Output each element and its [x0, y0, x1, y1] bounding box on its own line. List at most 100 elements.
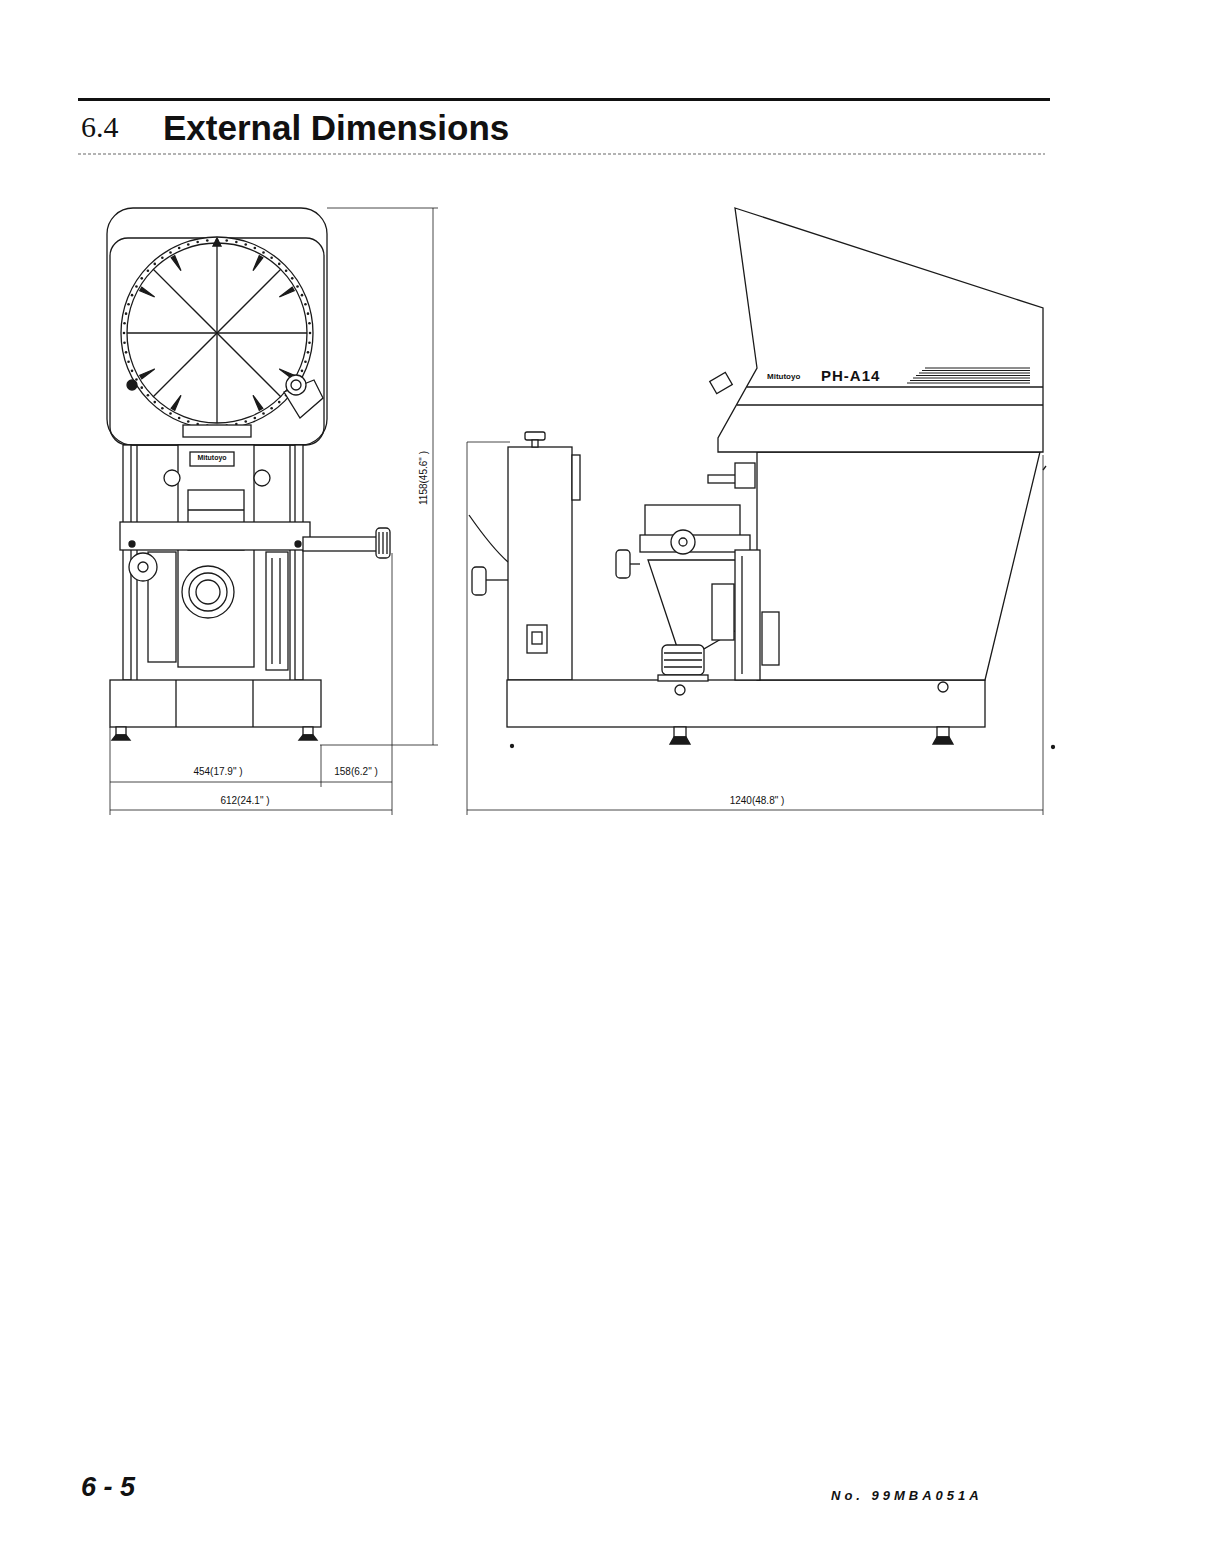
front-view-part-part	[140, 277, 143, 280]
front-view-part-part	[140, 287, 155, 297]
front-view-part-part	[244, 420, 247, 423]
page-number: 6 - 5	[80, 1472, 136, 1503]
front-view-part	[190, 452, 234, 466]
brand-logo: Mitutoyo	[196, 454, 227, 462]
dimension-lines-part	[110, 782, 392, 783]
front-view-part	[295, 541, 301, 547]
front-view-part-part	[131, 370, 134, 373]
side-view-part	[712, 584, 734, 640]
front-view-part	[382, 532, 383, 554]
side-view-part	[1052, 746, 1055, 749]
side-view-part	[735, 550, 760, 680]
front-view-part	[164, 470, 180, 486]
side-view-part	[1043, 466, 1046, 470]
front-view-part	[107, 208, 327, 445]
dimension-lines-part	[110, 727, 111, 815]
side-view-part	[508, 447, 572, 680]
side-view-part-part	[919, 373, 1030, 374]
front-view-part-part	[270, 256, 273, 259]
front-view-part-part	[153, 263, 156, 266]
side-view-part-part	[907, 383, 1030, 384]
front-view-part-part	[140, 386, 143, 389]
front-view-part-part	[307, 351, 310, 354]
front-view-part-part	[301, 370, 304, 373]
side-view-part	[616, 550, 630, 578]
side-view-part	[671, 530, 695, 554]
dimension-text: 1240(48.8" )	[729, 795, 786, 807]
front-view-part-part	[308, 341, 311, 344]
side-view-part	[664, 652, 702, 653]
front-view-part-part	[304, 303, 307, 306]
front-view-part-part	[254, 247, 257, 250]
front-view-part	[266, 552, 288, 670]
dimension-text: 1158(45.6" )	[418, 450, 430, 506]
dimension-lines	[110, 208, 1043, 815]
side-view-part	[664, 666, 702, 667]
front-view-part-part	[147, 269, 150, 272]
front-view-part	[289, 445, 290, 680]
front-view-part	[196, 580, 220, 604]
side-view-part	[708, 475, 738, 483]
side-view-part	[907, 368, 1030, 383]
front-view-part-part	[244, 243, 247, 246]
side-view-part	[648, 560, 740, 650]
side-view-part	[486, 579, 508, 580]
front-view-part	[303, 727, 313, 735]
front-view-part-part	[135, 285, 138, 288]
dimension-text: 612(24.1" )	[219, 795, 270, 807]
front-view-part-part	[147, 394, 150, 397]
front-view-part-part	[153, 401, 156, 404]
dimension-lines-part	[321, 745, 322, 787]
side-view-part	[662, 645, 704, 675]
front-view-part	[138, 562, 148, 572]
side-view-part	[674, 727, 686, 737]
front-view-part	[123, 239, 312, 428]
front-view-part	[182, 566, 234, 618]
side-view-part-part	[913, 378, 1030, 379]
front-view-part-part	[161, 256, 164, 259]
side-view-part	[527, 625, 547, 653]
front-view-part	[183, 425, 251, 437]
front-view-part-part	[127, 360, 130, 363]
dimension-lines-part	[467, 442, 510, 443]
dimension-lines-part	[110, 810, 392, 811]
front-view-part	[127, 380, 137, 390]
front-view-part-part	[285, 269, 288, 272]
front-view-part	[303, 537, 378, 551]
front-view-part	[178, 445, 254, 667]
front-view-part	[299, 735, 317, 740]
model-name: PH-A14	[820, 367, 881, 384]
side-view-part-part	[925, 368, 1030, 369]
side-view-part-part	[910, 380, 1030, 381]
dimension-text: 454(17.9" )	[192, 766, 243, 778]
front-view-part-part	[123, 341, 126, 344]
side-view-part	[679, 538, 687, 546]
front-view-part-part	[278, 401, 281, 404]
front-view-part-part	[161, 407, 164, 410]
front-view-part-part	[196, 241, 199, 244]
side-view-part	[532, 632, 542, 644]
side-view-part	[525, 432, 545, 440]
side-view-part	[670, 737, 690, 744]
front-view-part-part	[278, 263, 281, 266]
side-view-part	[572, 455, 580, 500]
side-view-part	[710, 372, 733, 393]
dimension-lines-part	[320, 745, 438, 746]
header-rule-part	[78, 153, 1045, 155]
front-view-part	[295, 445, 303, 680]
front-view-part	[386, 532, 387, 554]
front-view-part	[110, 238, 324, 445]
side-view-part	[938, 682, 948, 692]
front-view-part-part	[296, 285, 299, 288]
side-view-part	[937, 727, 949, 737]
front-view-part-part	[178, 247, 181, 250]
side-view-part	[757, 452, 1040, 680]
front-view-part-part	[125, 312, 128, 315]
front-view-part	[213, 238, 221, 246]
side-view-part	[645, 505, 740, 537]
side-view-part-part	[922, 370, 1030, 371]
front-view-part	[116, 727, 126, 735]
side-view-part	[735, 463, 755, 488]
